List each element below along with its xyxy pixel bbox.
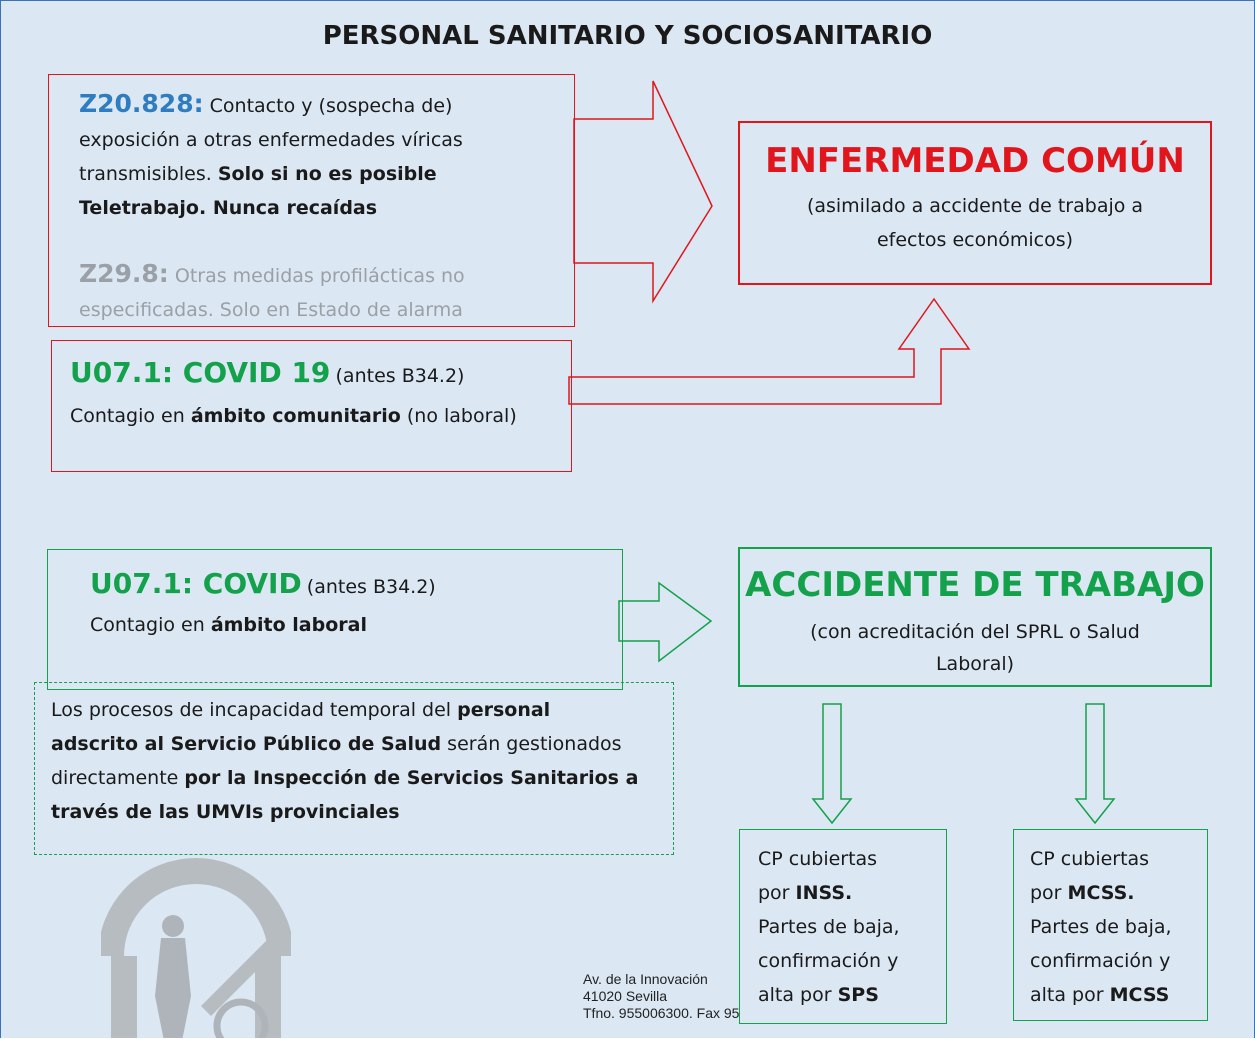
inss-line-5b: SPS	[837, 984, 879, 1006]
enfermedad-comun-title: ENFERMEDAD COMÚN	[765, 141, 1185, 181]
z29-code: Z29.8:	[79, 259, 169, 288]
note-line-3a: directamente	[51, 767, 179, 789]
z-codes-box: Z20.828: Contacto y (sospecha de) exposi…	[48, 74, 575, 327]
mcss-line-5b: MCSS	[1109, 984, 1170, 1006]
red-arrow-right	[573, 80, 713, 304]
inss-line-2a: por	[758, 882, 790, 904]
inss-line-4: confirmación y	[758, 950, 899, 972]
z29-block: Z29.8: Otras medidas profilácticas no es…	[79, 257, 559, 327]
accidente-trabajo-title: ACCIDENTE DE TRABAJO	[745, 565, 1205, 605]
enfermedad-comun-sub-1: (asimilado a accidente de trabajo a	[806, 195, 1144, 217]
u071-comunitario-pre: Contagio en	[70, 405, 185, 427]
inss-line-1: CP cubiertas	[758, 848, 878, 870]
u071-comunitario-code: U07.1: COVID 19	[70, 356, 331, 389]
junta-logo-icon	[101, 858, 291, 1038]
incapacidad-note-text: Los procesos de incapacidad temporal del…	[51, 693, 666, 829]
note-line-4: través de las UMVIs provinciales	[51, 801, 400, 823]
mcss-box: CP cubiertas por MCSS. Partes de baja, c…	[1013, 829, 1208, 1021]
u071-laboral-code: U07.1: COVID	[90, 567, 302, 600]
red-arrow-up	[568, 297, 971, 405]
z20-code: Z20.828:	[79, 89, 204, 118]
u071-comunitario-box: U07.1: COVID 19 (antes B34.2) Contagio e…	[51, 340, 572, 472]
z20-bold-1: Solo si no es posible	[217, 163, 437, 185]
enfermedad-comun-sub-2: efectos económicos)	[876, 229, 1074, 251]
u071-comunitario-note: (antes B34.2)	[335, 365, 465, 387]
z20-block: Z20.828: Contacto y (sospecha de) exposi…	[79, 87, 559, 225]
z20-desc-2: exposición a otras enfermedades víricas	[79, 129, 463, 151]
z29-desc-1: Otras medidas profilácticas no	[174, 265, 465, 287]
inss-line-3: Partes de baja,	[758, 916, 900, 938]
green-arrow-down-inss	[811, 703, 853, 825]
mcss-line-2a: por	[1030, 882, 1062, 904]
green-arrow-right	[618, 581, 713, 663]
inss-text: CP cubiertas por INSS. Partes de baja, c…	[758, 842, 900, 1012]
mcss-line-5a: alta por	[1030, 984, 1104, 1006]
inss-line-2b: INSS.	[795, 882, 853, 904]
u071-comunitario-desc: Contagio en ámbito comunitario (no labor…	[70, 399, 517, 433]
mcss-line-3: Partes de baja,	[1030, 916, 1172, 938]
u071-laboral-heading: U07.1: COVID (antes B34.2)	[90, 567, 436, 600]
note-line-3b: por la Inspección de Servicios Sanitario…	[184, 767, 639, 789]
green-arrow-down-mcss	[1074, 703, 1116, 825]
z20-bold-2: Teletrabajo. Nunca recaídas	[79, 197, 378, 219]
u071-comunitario-bold: ámbito comunitario	[190, 405, 401, 427]
u071-laboral-desc: Contagio en ámbito laboral	[90, 608, 367, 642]
footer-city: 41020 Sevilla	[583, 988, 668, 1004]
note-line-1a: Los procesos de incapacidad temporal del	[51, 699, 452, 721]
u071-laboral-note: (antes B34.2)	[306, 576, 436, 598]
inss-line-5a: alta por	[758, 984, 832, 1006]
u071-laboral-pre: Contagio en	[90, 614, 205, 636]
mcss-line-2b: MCSS.	[1067, 882, 1135, 904]
accidente-trabajo-sub-1: (con acreditación del SPRL o Salud	[810, 621, 1140, 643]
mcss-line-4: confirmación y	[1030, 950, 1171, 972]
incapacidad-note-box: Los procesos de incapacidad temporal del…	[34, 682, 674, 855]
mcss-line-1: CP cubiertas	[1030, 848, 1150, 870]
note-line-2a: adscrito al Servicio Público de Salud	[51, 733, 442, 755]
footer-street: Av. de la Innovación	[583, 971, 708, 987]
u071-laboral-box: U07.1: COVID (antes B34.2) Contagio en á…	[47, 549, 623, 690]
u071-comunitario-post: (no laboral)	[406, 405, 517, 427]
enfermedad-comun-box: ENFERMEDAD COMÚN (asimilado a accidente …	[738, 121, 1212, 285]
inss-box: CP cubiertas por INSS. Partes de baja, c…	[739, 829, 947, 1024]
u071-comunitario-heading: U07.1: COVID 19 (antes B34.2)	[70, 356, 464, 389]
mcss-text: CP cubiertas por MCSS. Partes de baja, c…	[1030, 842, 1172, 1012]
accidente-trabajo-sub-2: Laboral)	[935, 653, 1015, 675]
note-line-1b: personal	[457, 699, 551, 721]
page-title: PERSONAL SANITARIO Y SOCIOSANITARIO	[322, 21, 933, 51]
note-line-2b: serán gestionados	[447, 733, 622, 755]
u071-laboral-bold: ámbito laboral	[210, 614, 367, 636]
z29-desc-2: especificadas. Solo en Estado de alarma	[79, 299, 463, 321]
accidente-trabajo-box: ACCIDENTE DE TRABAJO (con acreditación d…	[738, 547, 1212, 687]
z20-desc-3: transmisibles.	[79, 163, 212, 185]
z20-desc-1: Contacto y (sospecha de)	[209, 95, 453, 117]
